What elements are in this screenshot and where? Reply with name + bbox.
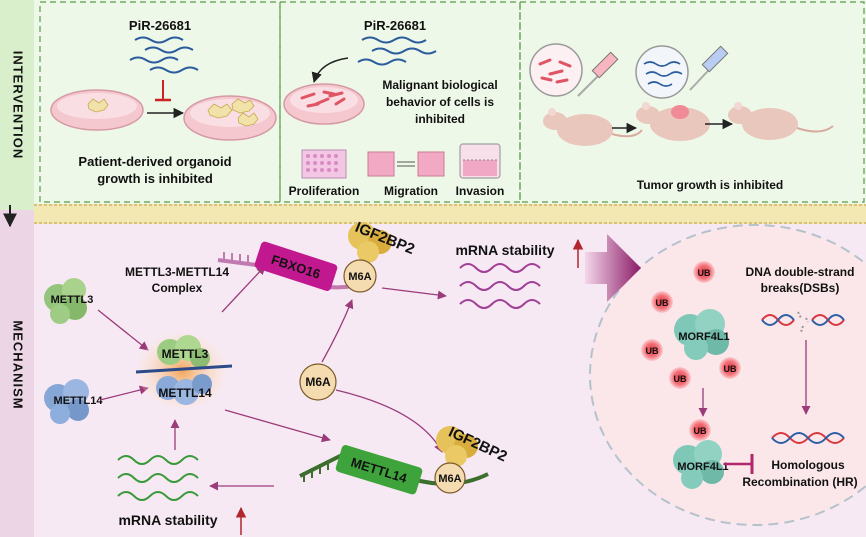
m6a-top-label: M6A	[348, 271, 371, 283]
complex-to-fbxo16-arrow	[221, 265, 266, 313]
invasion-assay-icon	[459, 143, 501, 179]
m6a-to-mettl14-arrow	[335, 389, 443, 453]
ub-label-4: UB	[674, 374, 687, 384]
broken-dna-icon	[761, 311, 845, 333]
m6a-top-circle	[343, 259, 377, 293]
mrna-stability-top-label: mRNA stability	[455, 242, 554, 258]
intervention-sidebar	[0, 0, 34, 210]
syringe-icon-2	[689, 45, 729, 91]
petri-dish-before	[50, 89, 144, 131]
assay-migration-label: Migration	[384, 184, 438, 198]
morf4l1-bottom-protein	[673, 440, 724, 489]
mouse-icon-2	[636, 102, 710, 141]
complex-rna-strand	[135, 364, 233, 374]
proliferation-plate-icon	[301, 149, 347, 179]
mettl3-protein	[44, 278, 87, 324]
panel3-caption: Tumor growth is inhibited	[637, 178, 783, 192]
m6a-bottom-label: M6A	[438, 473, 461, 485]
petri-dish-after	[183, 95, 277, 141]
panel2-caption-line2: behavior of cells is	[386, 95, 494, 109]
complex-to-mettl14-arrow	[224, 409, 331, 443]
igf2bp2-bottom-protein	[436, 426, 478, 467]
complex-mettl3	[157, 335, 210, 368]
complex-label-line2: Complex	[152, 281, 203, 295]
mechanism-sidebar	[0, 210, 34, 537]
dsb-label-line1: DNA double-strand	[746, 265, 855, 279]
syringe-icon-1	[577, 51, 619, 97]
fbxo16-to-mrna-arrow	[381, 287, 447, 300]
panel2-caption-line3: inhibited	[415, 112, 465, 126]
ub-label-1: UB	[656, 298, 669, 308]
cell-magnifier-icon	[529, 43, 583, 97]
panel1-caption-line1: Patient-derived organoid	[78, 154, 231, 169]
igf2bp2-top-protein	[348, 222, 392, 263]
intervention-label: INTERVENTION	[11, 51, 26, 160]
complex-mettl14-label: METTL14	[158, 386, 212, 400]
dsb-label-line2: breaks(DSBs)	[761, 281, 840, 295]
migration-assay-icon	[367, 151, 445, 177]
panel2-pirna-label: PiR-26681	[364, 18, 426, 33]
pirna-strands-2	[357, 36, 437, 66]
pirna-strands-1	[129, 36, 199, 74]
ub-label-2: UB	[698, 268, 711, 278]
ub-label-5: UB	[724, 364, 737, 374]
ub-label-3: UB	[646, 346, 659, 356]
ub-bottom-circle	[689, 419, 711, 441]
hr-label-line1: Homologous	[771, 458, 845, 472]
mouse-icon-1	[543, 108, 643, 146]
panel-mice	[519, 1, 865, 203]
repaired-dna-icon	[771, 432, 845, 444]
complex-label-line1: METTL3-METTL14	[125, 265, 229, 279]
ub-label-6: UB	[694, 426, 707, 436]
intervention-background	[34, 0, 866, 204]
m6a-bottom-circle	[434, 462, 466, 494]
mrna-stability-bottom-label: mRNA stability	[118, 512, 217, 528]
assay-proliferation-label: Proliferation	[289, 184, 360, 198]
complex-mettl14	[156, 374, 212, 405]
cell-membrane	[34, 204, 866, 224]
mouse-icon-3	[728, 102, 834, 140]
mettl14-protein	[44, 379, 89, 424]
morf4l1-bottom-label: MORF4L1	[677, 461, 728, 473]
panel-cells	[279, 1, 521, 203]
morf4l1-top-protein	[674, 309, 729, 360]
ub-cluster-top	[641, 261, 741, 389]
panel1-caption-line2: growth is inhibited	[97, 171, 213, 186]
mettl3-label: METTL3	[51, 294, 94, 306]
m6a-center-label: M6A	[305, 375, 331, 389]
hr-label-line2: Recombination (HR)	[742, 475, 857, 489]
mechanism-label: MECHANISM	[11, 320, 26, 409]
mettl14-arrow	[99, 385, 149, 401]
cells-arrow	[311, 57, 349, 84]
nucleus-entry-arrow	[585, 234, 641, 302]
mrna-waves-bottom	[117, 455, 199, 501]
mettl3-arrow	[97, 309, 149, 351]
assay-invasion-label: Invasion	[456, 184, 505, 198]
m6a-center-circle	[299, 363, 337, 401]
cell-dish	[283, 83, 365, 125]
panel1-pirna-label: PiR-26681	[129, 18, 191, 33]
pirna-magnifier-icon	[635, 45, 689, 99]
m6a-to-fbxo16-arrow	[321, 299, 354, 363]
mrna-waves-top	[459, 263, 541, 309]
mettl14-label: METTL14	[54, 395, 104, 407]
complex-mettl3-label: METTL3	[162, 347, 209, 361]
morf4l1-top-label: MORF4L1	[678, 331, 729, 343]
panel2-caption-line1: Malignant biological	[382, 78, 497, 92]
